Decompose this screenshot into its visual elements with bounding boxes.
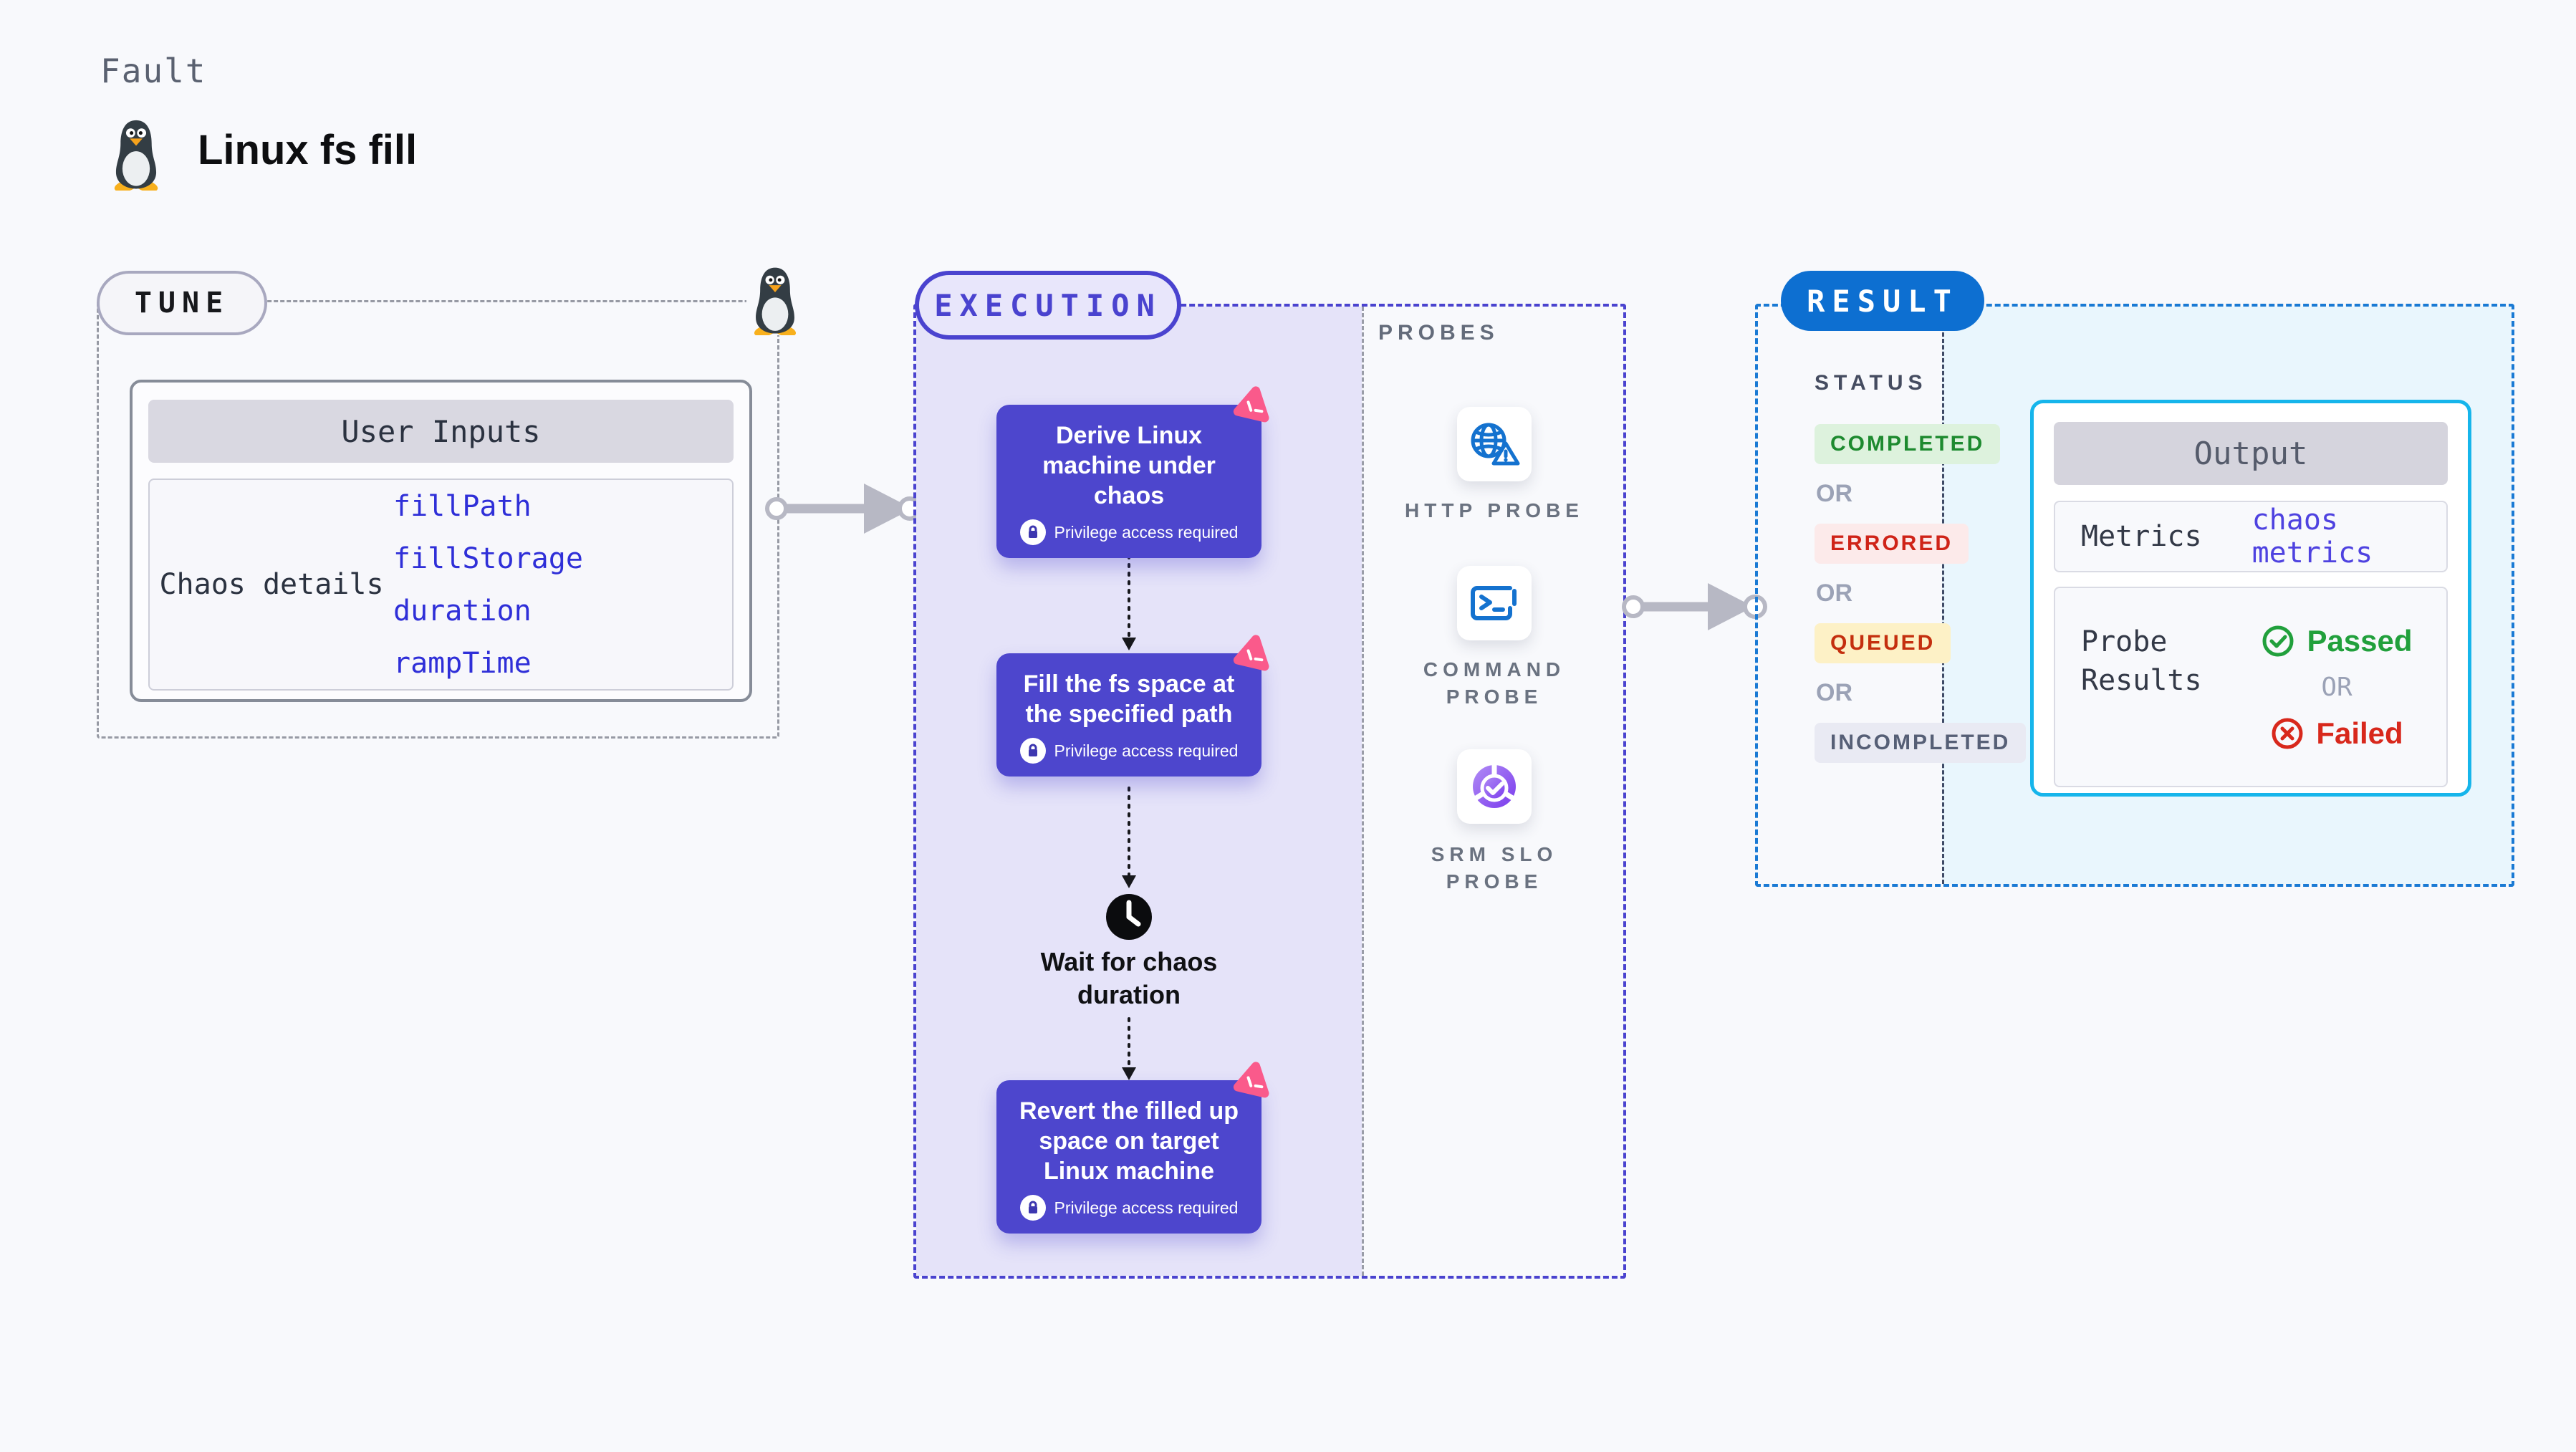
srm-slo-probe-label: SRM SLO PROBE [1431,843,1558,893]
privilege-label: Privilege access required [1054,522,1239,542]
execution-to-result-arrow [1622,583,1767,630]
lock-icon [1019,519,1046,545]
http-probe-label: HTTP PROBE [1405,499,1584,521]
http-probe-card [1457,407,1532,481]
linux-tux-icon [114,120,158,191]
result-badge: RESULT [1781,271,1984,331]
chaos-details-values: fillPath fillStorage duration rampTime [393,490,583,680]
flow-arrow-dotted [1122,1017,1136,1080]
status-badge-completed: COMPLETED [1815,424,2001,464]
srm-slo-probe-card [1457,749,1532,824]
privilege-label: Privilege access required [1054,1198,1239,1217]
command-probe-card [1457,566,1532,640]
failed-label: Failed [2316,716,2403,750]
user-inputs-body: Chaos details fillPath fillStorage durat… [148,479,734,691]
probe-results-row: Probe Results Passed OR Failed [2054,587,2448,787]
chaos-fault-icon [1233,386,1269,423]
status-badge-errored: ERRORED [1815,524,1969,564]
step-fill-fs: Fill the fs space at the specified path … [996,635,1269,777]
check-circle-icon [2262,625,2294,656]
passed-row: Passed [2261,623,2413,658]
failed-row: Failed [2270,716,2403,751]
fault-eyebrow: Fault [100,52,207,90]
linux-tux-icon-small [746,265,804,335]
or-label: OR [1816,679,1852,706]
tune-to-execution-arrow [765,484,920,534]
flow-arrow-dotted [1122,787,1136,888]
or-label: OR [1816,480,1852,507]
status-title: STATUS [1815,371,1928,395]
privilege-row: Privilege access required [1014,519,1244,545]
globe-warning-icon [1471,423,1520,466]
or-label: OR [1816,580,1852,607]
output-header: Output [2054,422,2448,485]
passed-label: Passed [2307,623,2413,658]
tune-badge: TUNE [97,271,267,335]
clock-icon [1106,894,1152,940]
metrics-value: chaos metrics [2251,504,2373,569]
flow-arrow-dotted [1122,546,1136,650]
input-duration: duration [393,594,532,628]
or-label: OR [2321,672,2352,702]
chaos-fault-icon [1233,1062,1269,1098]
input-fillpath: fillPath [393,489,532,523]
input-fillstorage: fillStorage [393,542,583,575]
step-title: Derive Linux machine under chaos [1042,422,1216,509]
probe-results-label: Probe Results [2081,625,2202,697]
status-badge-incompleted: INCOMPLETED [1815,723,2027,763]
input-ramptime: rampTime [393,646,532,680]
step-revert-space: Revert the filled up space on target Lin… [996,1062,1269,1234]
status-badge-queued: QUEUED [1815,623,1951,663]
probes-title: PROBES [1378,321,1499,345]
metrics-row: Metrics chaos metrics [2054,501,2448,572]
output-card: Output Metrics chaos metrics Probe Resul… [2030,400,2471,797]
probe-results-values: Passed OR Failed [2227,588,2446,786]
privilege-label: Privilege access required [1054,741,1239,760]
slo-pie-check-icon [1473,764,1516,808]
wait-duration-label: Wait for chaos duration [1040,947,1218,1009]
lock-icon [1019,738,1046,764]
user-inputs-card: User Inputs Chaos details fillPath fillS… [130,380,752,702]
page-title: Linux fs fill [198,127,418,173]
chaos-details-label: Chaos details [159,568,384,601]
chaos-fault-icon [1233,635,1269,671]
terminal-icon [1471,586,1517,620]
step-derive-machine: Derive Linux machine under chaos Privile… [996,386,1269,558]
status-column: STATUS COMPLETED OR ERRORED OR QUEUED OR… [1815,371,2027,763]
lock-icon [1019,1195,1046,1221]
probes-divider [1362,307,1364,1276]
x-circle-icon [2272,718,2303,749]
step-title: Fill the fs space at the specified path [1023,670,1235,728]
command-probe-label: COMMAND PROBE [1423,658,1566,708]
privilege-row: Privilege access required [1014,1195,1244,1221]
metrics-label: Metrics [2081,520,2202,553]
privilege-row: Privilege access required [1014,738,1244,764]
user-inputs-header: User Inputs [148,400,734,463]
execution-badge: EXECUTION [915,271,1181,340]
step-title: Revert the filled up space on target Lin… [1019,1097,1239,1185]
